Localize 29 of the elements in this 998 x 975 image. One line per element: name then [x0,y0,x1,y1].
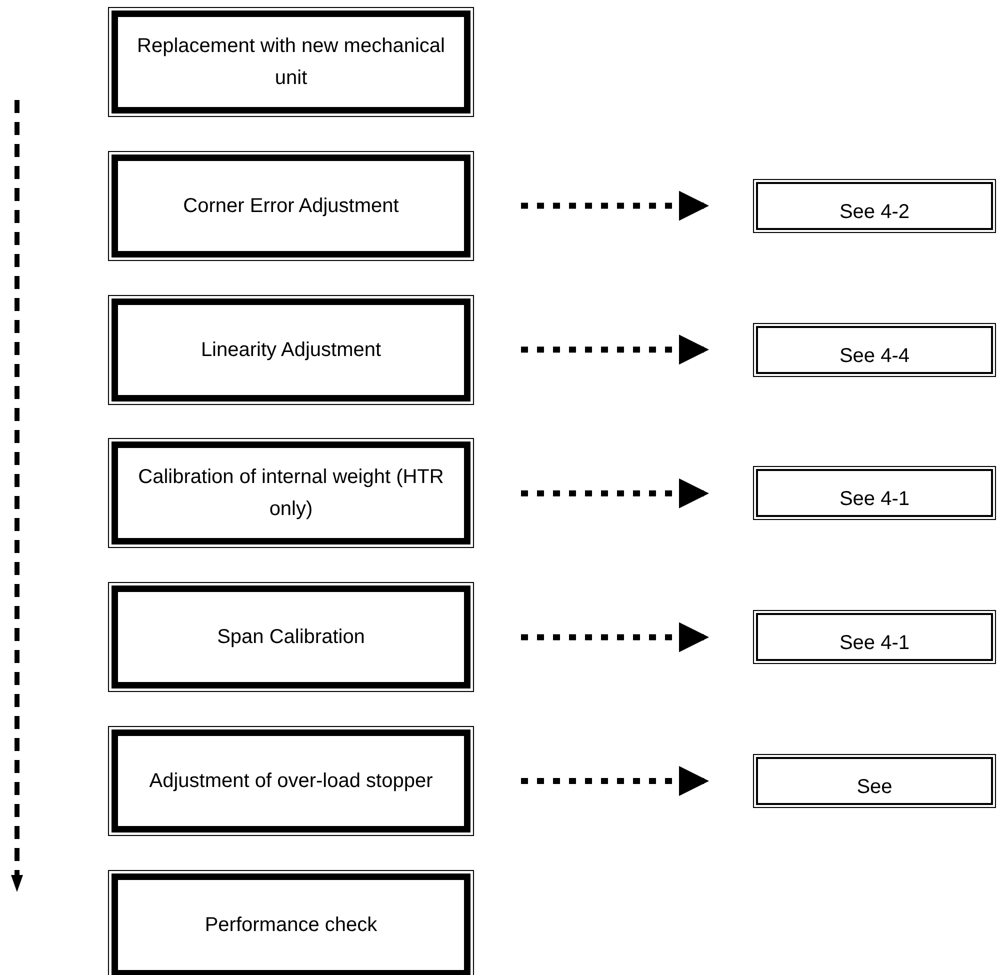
process-box [108,438,474,548]
process-box [108,294,474,405]
step-label: See 4-1 [839,631,910,656]
process-box [108,870,474,975]
reference-box [753,322,996,377]
process-box [108,150,474,261]
step-label: Replacement with new mechanical unit [136,34,446,91]
step-label: Corner Error Adjustment [183,194,399,219]
process-box [108,726,474,836]
step-label: Performance check [204,912,378,938]
step-label: Calibration of internal weight (HTR only) [137,465,445,522]
step-label: Adjustment of over-load stopper [149,769,433,794]
arrow [521,190,709,221]
arrow [521,478,709,508]
reference-box [753,610,996,664]
step-label: See [856,775,892,799]
step-label: Span Calibration [217,625,365,650]
step-label: See 4-2 [839,200,910,224]
step-label: See 4-4 [839,344,910,368]
arrow [521,622,709,652]
arrow [521,334,709,365]
step-label: Linearity Adjustment [200,338,382,363]
arrow [521,766,709,796]
step-label: See 4-1 [839,487,910,512]
process-box [108,582,474,692]
reference-box [753,466,996,520]
process-box [108,7,474,117]
reference-box [753,754,996,808]
reference-box [753,178,996,233]
